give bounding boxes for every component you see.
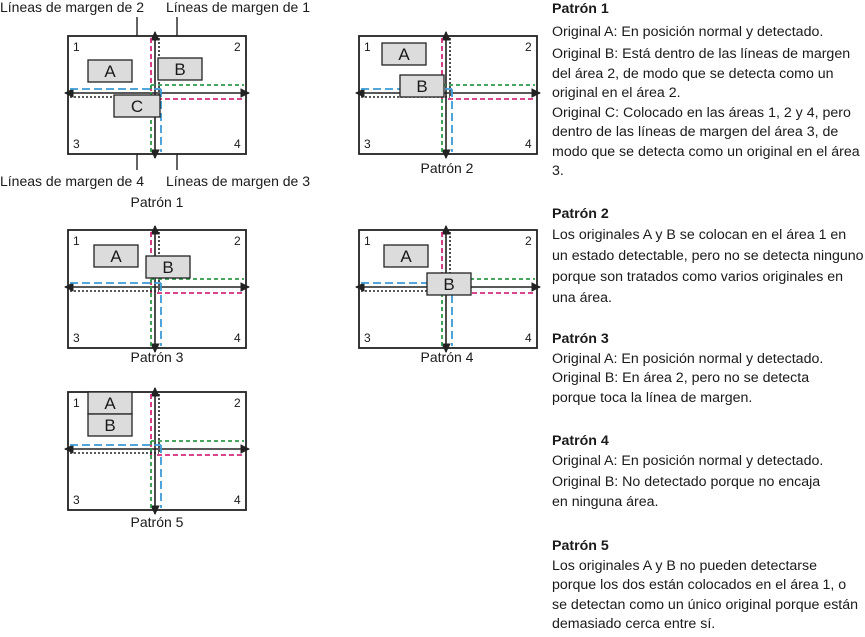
desc-line: Original C: Colocado en las áreas 1, 2 y… [552,104,860,180]
area-number-3: 3 [73,331,80,345]
panel-p2: 1 2 3 4 AB [355,31,541,159]
desc-title-pattern-4: Patrón 4 [552,433,609,449]
area-number-3: 3 [73,137,80,151]
desc-line: Original B: No detectado porque no encaj… [552,474,821,510]
original-label-a: A [104,394,116,413]
area-number-1: 1 [364,234,371,248]
original-c [113,94,161,118]
label-margin-lines-4: Líneas de margen de 4 [0,173,144,189]
original-label-a: A [398,45,410,64]
area-number-4: 4 [234,493,241,507]
caption-pattern-2: Patrón 2 [421,160,474,176]
area-number-2: 2 [234,40,241,54]
area-number-1: 1 [73,396,80,410]
original-label-c: C [131,97,143,116]
panel-p3: 1 2 3 4 A B [64,225,250,353]
desc-line: Original A: En posición normal y detecta… [552,23,824,40]
area-number-4: 4 [234,137,241,151]
desc-line: Los originales A y B se colocan en el ár… [552,226,864,306]
panel-p4: 1 2 3 4 A B [355,225,541,353]
original-a [381,42,427,66]
original-label-b: B [104,416,115,435]
desc-line: Original B: Está dentro de las líneas de… [552,46,851,101]
original-b [145,255,191,279]
desc-pattern-4: Patrón 4 Original A: En posición normal … [552,432,864,512]
caption-pattern-5: Patrón 5 [131,514,184,530]
desc-title-pattern-3: Patrón 3 [552,331,609,347]
area-number-2: 2 [234,234,241,248]
area-number-2: 2 [525,40,532,54]
area-number-3: 3 [73,493,80,507]
caption-pattern-4: Patrón 4 [421,349,474,365]
area-number-2: 2 [525,234,532,248]
label-margin-lines-3: Líneas de margen de 3 [166,173,310,189]
desc-title-pattern-1: Patrón 1 [552,1,609,17]
original-label-a: A [400,247,412,266]
area-number-4: 4 [525,331,532,345]
label-margin-lines-2: Líneas de margen de 2 [0,0,144,15]
label-margin-lines-1: Líneas de margen de 1 [166,0,310,15]
desc-line: Original A: En posición normal y detecta… [552,350,824,367]
original-label-b: B [443,275,454,294]
caption-pattern-3: Patrón 3 [131,349,184,365]
original-a [87,59,133,83]
area-number-1: 1 [73,234,80,248]
pattern-diagrams: Líneas de margen de 2 Líneas de margen d… [0,0,541,530]
desc-line: Original A: En posición normal y detecta… [552,452,824,469]
panel-p1: 1 2 3 4 A B C [64,31,250,159]
area-number-3: 3 [364,331,371,345]
desc-title-pattern-5: Patrón 5 [552,538,609,554]
area-number-4: 4 [234,331,241,345]
desc-pattern-2: Patrón 2 Los originales A y B se colocan… [552,205,864,309]
original-label-b: B [174,60,185,79]
original-label-a: A [110,247,122,266]
original-b [426,272,472,296]
original-b [87,413,133,437]
desc-title-pattern-2: Patrón 2 [552,206,609,222]
area-number-4: 4 [525,137,532,151]
panel-p5: 1 2 3 4 AB [64,387,250,515]
original-a [93,244,139,268]
desc-pattern-1: Patrón 1 Original A: En posición normal … [552,0,864,182]
desc-pattern-3: Patrón 3 Original A: En posición normal … [552,330,864,408]
original-label-b: B [416,77,427,96]
area-number-1: 1 [73,40,80,54]
original-label-a: A [104,62,116,81]
desc-line: Los originales A y B no pueden detectars… [552,557,859,633]
desc-pattern-5: Patrón 5 Los originales A y B no pueden … [552,537,864,635]
area-number-2: 2 [234,396,241,410]
area-number-1: 1 [364,40,371,54]
area-number-3: 3 [364,137,371,151]
desc-line: Original B: En área 2, pero no se detect… [552,370,810,406]
original-a [383,244,429,268]
original-b [399,74,445,98]
original-b [157,57,203,81]
caption-pattern-1: Patrón 1 [131,194,184,210]
original-label-b: B [162,258,173,277]
